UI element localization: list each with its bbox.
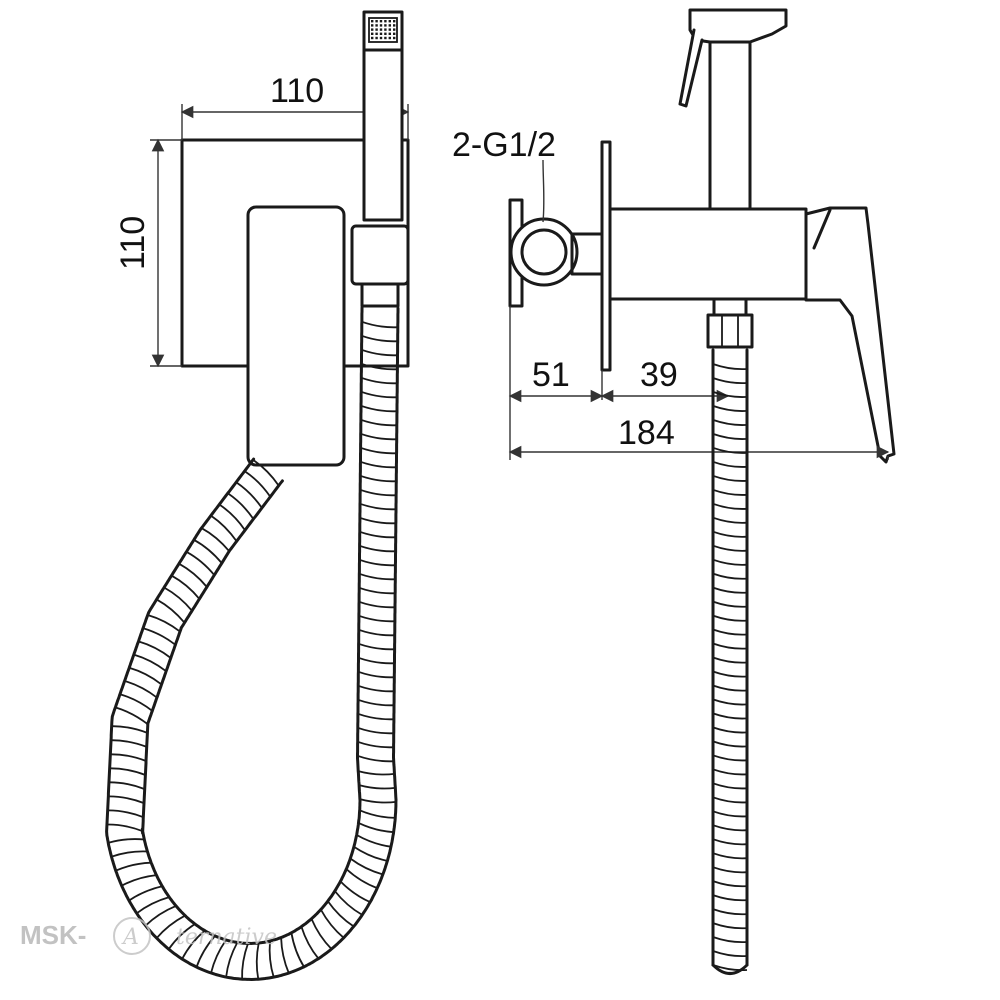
side-view: 2-G1/2 51 39 184 [452,8,896,975]
side-hose [711,348,749,975]
watermark-brand-suffix: ternative [176,925,277,950]
dimension-front-height: 110 [114,138,182,368]
front-shower-handle [362,10,404,222]
dimension-label-184: 184 [618,414,675,452]
watermark: MSK- A ternative [20,917,277,955]
side-mixer-body [608,207,808,301]
front-mixer-body [246,205,346,467]
dimension-label-width: 110 [270,72,324,110]
dimension-side: 51 39 184 [508,306,890,460]
front-view: 110 110 [105,10,410,981]
dimension-label-height: 110 [114,216,152,270]
nozzle-grid [371,20,396,40]
front-holder-bracket [350,224,410,286]
side-hose-stem [712,297,748,317]
side-shower-holder [678,8,788,211]
watermark-brand-prefix: MSK- [20,920,86,950]
side-hose-nut [706,313,754,349]
dimension-label-51: 51 [532,356,570,394]
front-hose-nut [360,282,400,308]
dimension-label-39: 39 [640,356,678,394]
front-hose [105,306,400,981]
watermark-logo-letter: A [121,925,139,950]
side-lever [804,206,896,464]
watermark-logo-icon [113,917,151,955]
connection-callout: 2-G1/2 [452,126,556,223]
connection-label: 2-G1/2 [452,126,556,164]
side-inlet-ring-inner [520,228,568,276]
